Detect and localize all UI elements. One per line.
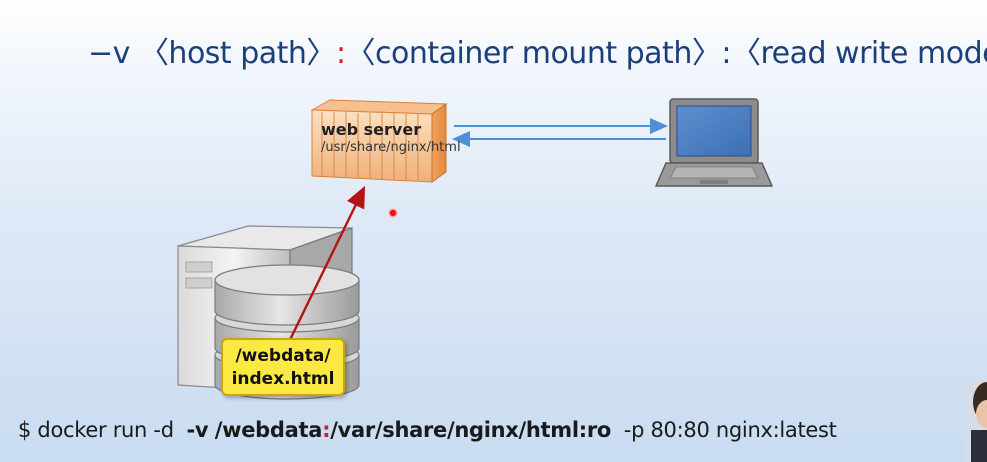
- pointer-dot: [388, 208, 398, 218]
- docker-command: $ docker run -d -v /webdata:/var/share/n…: [18, 418, 837, 442]
- page-title: −v 〈host path〉:〈container mount path〉:〈r…: [88, 28, 987, 72]
- container-title: web server: [321, 120, 422, 139]
- title-mode: 〈read write mode〉: [730, 36, 987, 71]
- command-prefix: $ docker run -d: [18, 418, 174, 442]
- command-suffix: -p 80:80 nginx:latest: [623, 418, 837, 442]
- title-separator-2: :: [721, 36, 731, 71]
- host-file-label: /webdata/ index.html: [221, 338, 345, 396]
- title-separator: :: [335, 36, 346, 71]
- container-path: /usr/share/nginx/html: [321, 140, 461, 155]
- container-label: web server /usr/share/nginx/html: [321, 120, 461, 155]
- command-target-path: /var/share/nginx/html:ro: [330, 418, 612, 442]
- host-file-dir: /webdata/: [235, 346, 331, 366]
- title-host-path: 〈host path〉: [138, 36, 337, 71]
- title-flag: −v: [88, 36, 130, 71]
- command-host-path: /webdata: [214, 418, 323, 442]
- host-file-name: index.html: [231, 369, 335, 389]
- command-colon: :: [322, 418, 331, 442]
- mount-arrow: [284, 185, 366, 349]
- laptop-icon: [654, 98, 774, 187]
- presenter-thumbnail: [965, 380, 987, 462]
- container-icon: [310, 99, 448, 183]
- command-flag: -v: [186, 418, 209, 442]
- title-container-path: 〈container mount path〉: [345, 36, 722, 71]
